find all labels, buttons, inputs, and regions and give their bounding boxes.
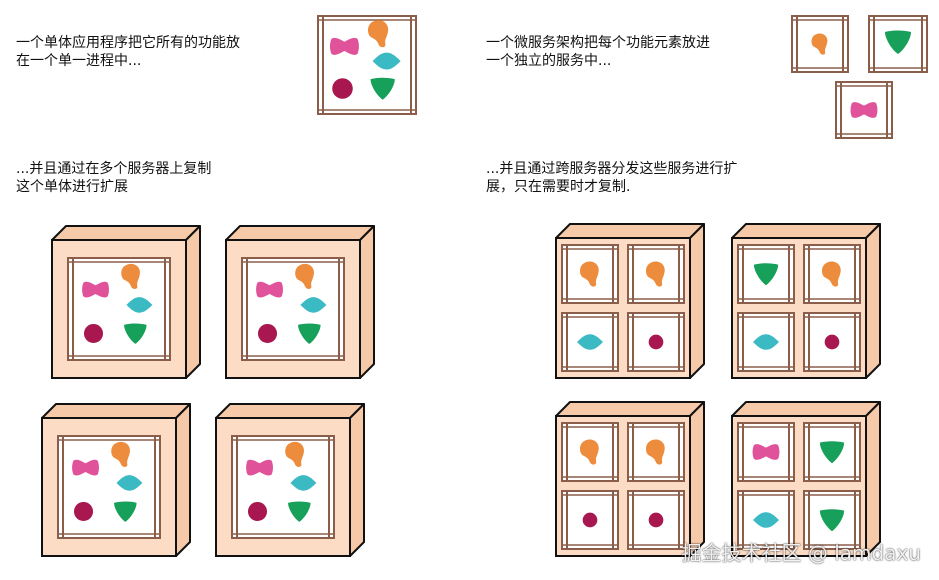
crimson-shape (648, 334, 664, 350)
watermark: 掘金技术社区 @ lamdaxu (681, 541, 921, 565)
crimson-shape (824, 334, 840, 350)
pink-shape (256, 281, 283, 298)
monolith-intro-caption: 一个单体应用程序把它所有的功能放 在一个单一进程中... (16, 35, 240, 69)
microservice-server-2 (731, 223, 881, 379)
teal-shape (753, 512, 779, 528)
service-window (561, 312, 619, 372)
monolith-server-4 (215, 403, 365, 557)
monolith-server-1 (51, 225, 201, 379)
service-window (803, 422, 861, 482)
service-window (561, 422, 619, 482)
crimson-shape (83, 323, 104, 344)
green-shape (124, 323, 147, 344)
pink-shape (246, 459, 273, 476)
green-shape (298, 323, 321, 344)
monolith-server-3 (41, 403, 191, 557)
pink-shape (329, 37, 359, 55)
microservice-server-1 (555, 223, 705, 379)
pink-shape (82, 281, 109, 298)
teal-shape (753, 334, 779, 350)
microservice-window-orange (791, 15, 849, 73)
microservice-window-green (868, 15, 928, 73)
green-shape (288, 501, 311, 522)
green-shape (370, 77, 395, 100)
microservice-server-4 (731, 401, 881, 557)
service-window (803, 490, 861, 550)
service-window (627, 312, 685, 372)
crimson-shape (73, 501, 94, 522)
monolith-window (317, 15, 417, 115)
green-shape (114, 501, 137, 522)
orange-shape (367, 20, 389, 48)
orange-shape (295, 263, 314, 289)
green-shape (885, 30, 911, 54)
crimson-shape (648, 512, 664, 528)
monolith-scale-caption: ...并且通过在多个服务器上复制 这个单体进行扩展 (16, 161, 212, 195)
service-window (627, 422, 685, 482)
service-window (803, 244, 861, 304)
crimson-shape (247, 501, 268, 522)
orange-shape (811, 33, 828, 55)
orange-shape (285, 441, 304, 467)
monolith-window (241, 257, 345, 361)
service-window (627, 490, 685, 550)
microservice-scale-caption: ...并且通过跨服务器分发这些服务进行扩 展，只在需要时才复制. (486, 161, 738, 195)
teal-shape (300, 297, 327, 313)
service-window (627, 244, 685, 304)
orange-shape (580, 439, 599, 465)
crimson-shape (257, 323, 278, 344)
pink-shape (850, 102, 878, 118)
monolith-window (231, 435, 335, 539)
teal-shape (577, 334, 603, 350)
green-shape (819, 441, 845, 464)
microservice-server-3 (555, 401, 705, 557)
teal-shape (116, 475, 143, 491)
service-window (561, 490, 619, 550)
teal-shape (290, 475, 317, 491)
pink-shape (752, 444, 780, 460)
service-window (737, 490, 795, 550)
monolith-window (67, 257, 171, 361)
service-window (737, 312, 795, 372)
microservice-intro-caption: 一个微服务架构把每个功能元素放进 一个独立的服务中... (486, 35, 710, 69)
teal-shape (372, 52, 401, 70)
orange-shape (822, 261, 841, 287)
microservice-window-pink (835, 81, 893, 139)
green-shape (753, 263, 779, 286)
orange-shape (111, 441, 130, 467)
orange-shape (646, 261, 665, 287)
pink-shape (72, 459, 99, 476)
teal-shape (126, 297, 153, 313)
service-window (737, 244, 795, 304)
crimson-shape (582, 512, 598, 528)
monolith-window (57, 435, 161, 539)
orange-shape (646, 439, 665, 465)
monolith-server-2 (225, 225, 375, 379)
green-shape (819, 509, 845, 532)
orange-shape (121, 263, 140, 289)
orange-shape (580, 261, 599, 287)
service-window (561, 244, 619, 304)
crimson-shape (332, 78, 353, 99)
service-window (803, 312, 861, 372)
service-window (737, 422, 795, 482)
